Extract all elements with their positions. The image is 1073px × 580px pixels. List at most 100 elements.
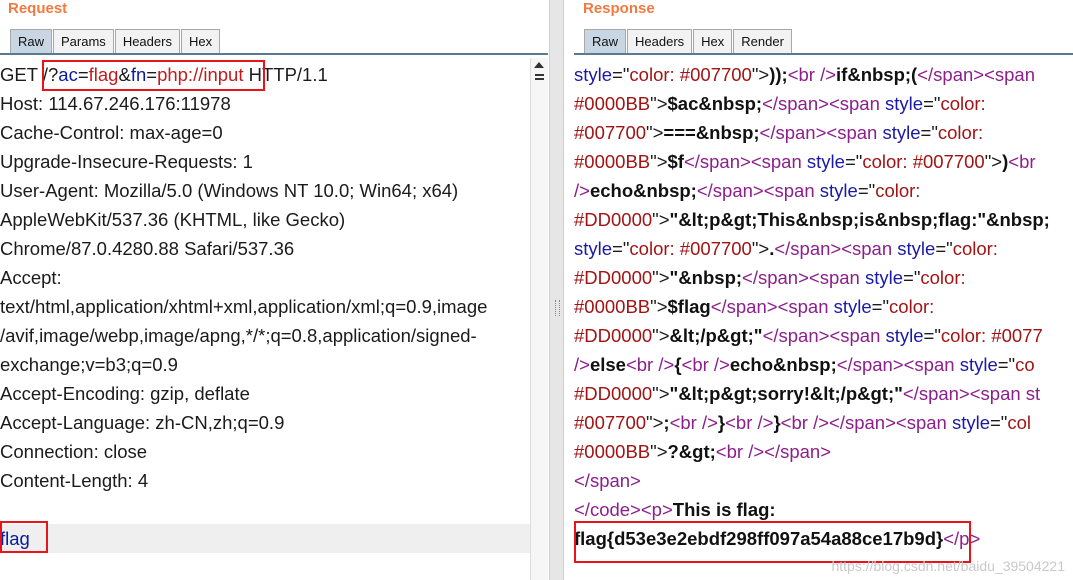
path: /? xyxy=(42,64,59,85)
token-tag: <span xyxy=(841,238,898,259)
request-body: flag xyxy=(0,524,530,553)
response-line: #0000BB">$ac&nbsp;</span><span style="co… xyxy=(574,89,1073,118)
token-tag: <span xyxy=(829,325,886,346)
token-tag: </span> xyxy=(836,354,904,375)
response-line: />else<br />{<br />echo&nbsp;</span><spa… xyxy=(574,350,1073,379)
token-tag: </span> xyxy=(902,383,970,404)
token-txt: ) xyxy=(1002,151,1009,172)
body-text: flag xyxy=(0,528,30,549)
token-val: #007700 xyxy=(574,122,647,143)
token-txt: } xyxy=(773,412,781,433)
request-editor[interactable]: GET /?ac=flag&fn=php://input HTTP/1.1 Ho… xyxy=(0,60,530,580)
token-tag: <span xyxy=(763,180,820,201)
token-p: "> xyxy=(646,122,664,143)
token-val: color: #007700 xyxy=(862,151,985,172)
splitter-grip-icon[interactable] xyxy=(555,300,560,316)
tab-render[interactable]: Render xyxy=(733,29,792,53)
header-line: User-Agent: Mozilla/5.0 (Windows NT 10.0… xyxy=(0,180,459,201)
token-tag: <br /> xyxy=(625,354,675,375)
token-val: color: #0077 xyxy=(940,325,1043,346)
token-p: =" xyxy=(935,238,953,259)
token-tag: <span xyxy=(826,122,883,143)
scroll-grip-icon[interactable] xyxy=(535,74,544,80)
token-tag: <br /> xyxy=(787,64,837,85)
tab-hex[interactable]: Hex xyxy=(693,29,733,53)
header-line: Chrome/87.0.4280.88 Safari/537.36 xyxy=(0,238,295,259)
token-attr: style xyxy=(951,412,990,433)
token-tag: </span> xyxy=(574,470,641,491)
token-tag: <span st xyxy=(969,383,1041,404)
header-line: Accept: xyxy=(0,267,62,288)
request-line: GET /?ac=flag&fn=php://input HTTP/1.1 xyxy=(0,60,530,89)
token-tag: <span xyxy=(808,267,865,288)
token-p: "> xyxy=(984,151,1003,172)
request-title: Request xyxy=(8,0,68,17)
token-val: #007700 xyxy=(574,412,647,433)
token-tag: <span xyxy=(750,151,807,172)
token-txt: "&nbsp; xyxy=(669,267,743,288)
response-line: #DD0000">&lt;/p&gt;"</span><span style="… xyxy=(574,321,1073,350)
token-txt: ; xyxy=(663,412,670,433)
token-p: =" xyxy=(920,122,938,143)
token-val: #DD0000 xyxy=(574,383,653,404)
response-line: style="color: #007700">));<br />if&nbsp;… xyxy=(574,60,1073,89)
response-line: #DD0000">"&nbsp;</span><span style="colo… xyxy=(574,263,1073,292)
token-attr: style xyxy=(806,151,845,172)
token-val: co xyxy=(1015,354,1035,375)
token-txt: $f xyxy=(667,151,684,172)
response-line: flag{d53e3e2ebdf298ff097a54a88ce17b9d}</… xyxy=(574,524,1073,553)
token-p: "> xyxy=(650,151,668,172)
response-line: #DD0000">"&lt;p&gt;sorry!&lt;/p&gt;"</sp… xyxy=(574,379,1073,408)
token-tag: </span> xyxy=(742,267,809,288)
token-attr: style xyxy=(885,325,924,346)
request-scrollbar[interactable] xyxy=(530,58,548,580)
tab-raw[interactable]: Raw xyxy=(10,29,53,53)
tab-headers[interactable]: Headers xyxy=(627,29,693,53)
body-highlight-box xyxy=(0,521,48,553)
token-p: =" xyxy=(871,296,890,317)
value-fn: php://input xyxy=(157,64,244,85)
header-line: /avif,image/webp,image/apng,*/*;q=0.8,ap… xyxy=(0,325,477,346)
token-tag: <br xyxy=(1008,151,1036,172)
token-tag: <br /> xyxy=(725,412,774,433)
tab-underline xyxy=(0,53,548,55)
response-editor[interactable]: style="color: #007700">));<br />if&nbsp;… xyxy=(574,60,1073,580)
token-attr: style xyxy=(882,122,921,143)
token-tag: </span> xyxy=(774,238,842,259)
token-txt: } xyxy=(717,412,726,433)
token-val: color: xyxy=(952,238,998,259)
token-val: color: xyxy=(889,296,935,317)
token-p: "> xyxy=(646,412,664,433)
token-tag: <span xyxy=(903,354,960,375)
flag-highlight-box xyxy=(574,521,971,563)
token-txt: This is flag: xyxy=(672,499,776,520)
tab-raw[interactable]: Raw xyxy=(584,29,627,53)
token-val: color: #007700 xyxy=(629,238,752,259)
query-highlight-box xyxy=(42,60,265,91)
tab-hex[interactable]: Hex xyxy=(180,29,221,53)
equals: = xyxy=(146,64,158,85)
token-tag: </span> xyxy=(764,441,832,462)
response-panel: Response Raw Headers Hex Render style="c… xyxy=(564,0,1073,580)
token-p: "> xyxy=(650,93,668,114)
token-tag: <br /> xyxy=(669,412,718,433)
token-p: =" xyxy=(857,180,876,201)
response-line: #007700">;<br />}<br />}<br /></span><sp… xyxy=(574,408,1073,437)
token-p: "> xyxy=(751,64,770,85)
tab-headers[interactable]: Headers xyxy=(114,29,180,53)
tab-params[interactable]: Params xyxy=(53,29,114,53)
token-val: #DD0000 xyxy=(574,325,653,346)
scroll-up-icon[interactable] xyxy=(534,62,544,68)
token-txt: . xyxy=(769,238,775,259)
header-line: Accept-Language: zh-CN,zh;q=0.9 xyxy=(0,412,285,433)
header-line: Connection: close xyxy=(0,441,148,462)
watermark: https://blog.csdn.net/baidu_39504221 xyxy=(831,558,1065,574)
header-line: Upgrade-Insecure-Requests: 1 xyxy=(0,151,253,172)
response-line: </span> xyxy=(574,466,1073,495)
panel-splitter[interactable] xyxy=(549,0,564,580)
token-tag: </span> xyxy=(683,151,751,172)
token-p: =" xyxy=(997,354,1016,375)
token-p: =" xyxy=(923,93,941,114)
token-tag: <span xyxy=(828,93,886,114)
